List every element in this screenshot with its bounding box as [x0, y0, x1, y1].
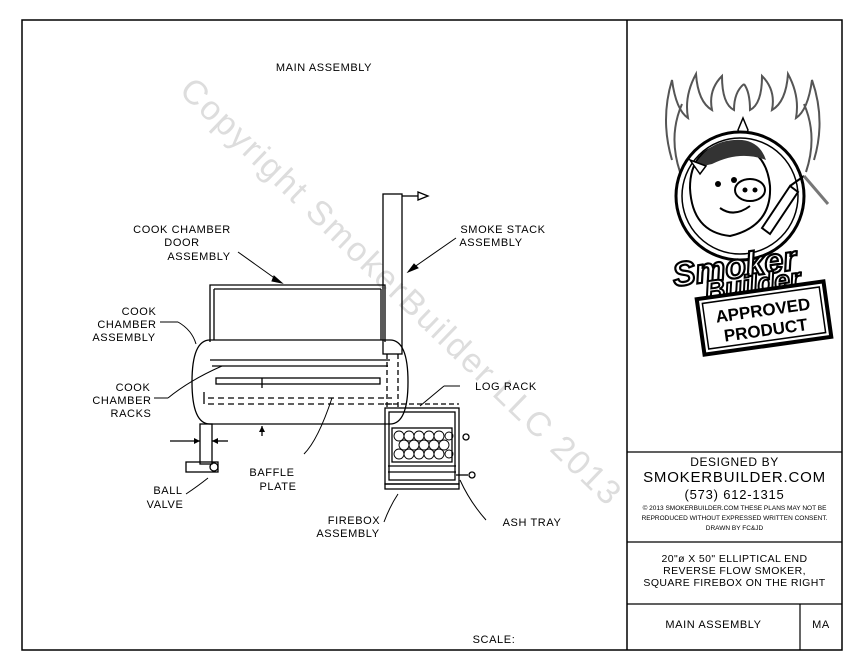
- callout-line: COOK: [116, 382, 151, 394]
- callout-firebox: FIREBOX ASSEMBLY: [316, 515, 381, 540]
- smoke-stack: [382, 193, 403, 355]
- callout-cook-chamber: COOK CHAMBER ASSEMBLY: [92, 306, 156, 344]
- callout-log-rack: LOG RACK: [475, 381, 537, 393]
- callout-cook-chamber-racks: COOK CHAMBER RACKS: [92, 382, 151, 420]
- callout-line: CHAMBER: [97, 319, 156, 331]
- website-text: SMOKERBUILDER.COM: [643, 469, 826, 486]
- description-line: 20"ø X 50" ELLIPTICAL END: [661, 553, 808, 565]
- cook-chamber-rack: [215, 377, 381, 385]
- cook-chamber-door: [209, 284, 386, 342]
- callout-line: COOK: [122, 306, 157, 318]
- callout-line: COOK CHAMBER: [133, 224, 231, 236]
- callout-line: RACKS: [111, 408, 152, 420]
- callout-line: ASSEMBLY: [92, 332, 155, 344]
- description-line: REVERSE FLOW SMOKER,: [663, 565, 806, 577]
- callout-line: SMOKE STACK: [460, 224, 545, 236]
- copyright-line: © 2013 SMOKERBUILDER.COM THESE PLANS MAY…: [642, 505, 827, 512]
- watermark: Copyright SmokerBuilder LLC 2013: [172, 70, 629, 513]
- callout-line: ASSEMBLY: [459, 237, 522, 249]
- stack-damper-handle: [417, 191, 430, 201]
- log-rack-grid: [391, 427, 453, 463]
- approved-stamp: APPROVED PRODUCT: [694, 279, 834, 357]
- callout-line: PLATE: [259, 481, 296, 493]
- callout-ash-tray: ASH TRAY: [503, 517, 562, 529]
- drain-pipe: [199, 423, 213, 465]
- outer-border: [21, 19, 843, 651]
- log-rack-logs: [393, 430, 454, 460]
- sheet-code: MA: [812, 619, 830, 631]
- callout-line: VALVE: [147, 499, 184, 511]
- cook-chamber-shell: [191, 339, 409, 425]
- callout-smoke-stack: SMOKE STACK ASSEMBLY: [459, 224, 545, 249]
- callout-cook-chamber-door: COOK CHAMBER DOOR ASSEMBLY: [133, 224, 231, 263]
- leader-lines: [154, 237, 487, 523]
- drawn-by-text: DRAWN BY FC&JD: [705, 525, 764, 532]
- smokerbuilder-logo: Smoker Builder APPROVED PRODUCT: [665, 70, 834, 357]
- scale-label: SCALE:: [473, 634, 516, 646]
- copyright-line: REPRODUCED WITHOUT EXPRESSED WRITTEN CON…: [641, 515, 828, 522]
- phone-text: (573) 612-1315: [684, 487, 785, 502]
- sheet-name: MAIN ASSEMBLY: [665, 619, 762, 631]
- drawing-title: MAIN ASSEMBLY: [276, 62, 372, 74]
- flame-icon: [665, 70, 821, 173]
- callout-line: DOOR: [164, 237, 199, 249]
- callout-line: CHAMBER: [92, 395, 151, 407]
- callout-line: BALL: [153, 485, 182, 497]
- callout-line: BAFFLE: [249, 467, 294, 479]
- description-line: SQUARE FIREBOX ON THE RIGHT: [643, 577, 826, 589]
- callout-line: ASSEMBLY: [167, 251, 230, 263]
- callout-line: FIREBOX: [328, 515, 381, 527]
- callout-ball-valve: BALL VALVE: [147, 485, 184, 511]
- designed-by-label: DESIGNED BY: [690, 455, 779, 469]
- pig-mascot-icon: [687, 139, 772, 238]
- callout-line: ASSEMBLY: [316, 528, 379, 540]
- welding-torch-icon: [760, 175, 830, 236]
- callout-baffle-plate: BAFFLE PLATE: [249, 467, 296, 493]
